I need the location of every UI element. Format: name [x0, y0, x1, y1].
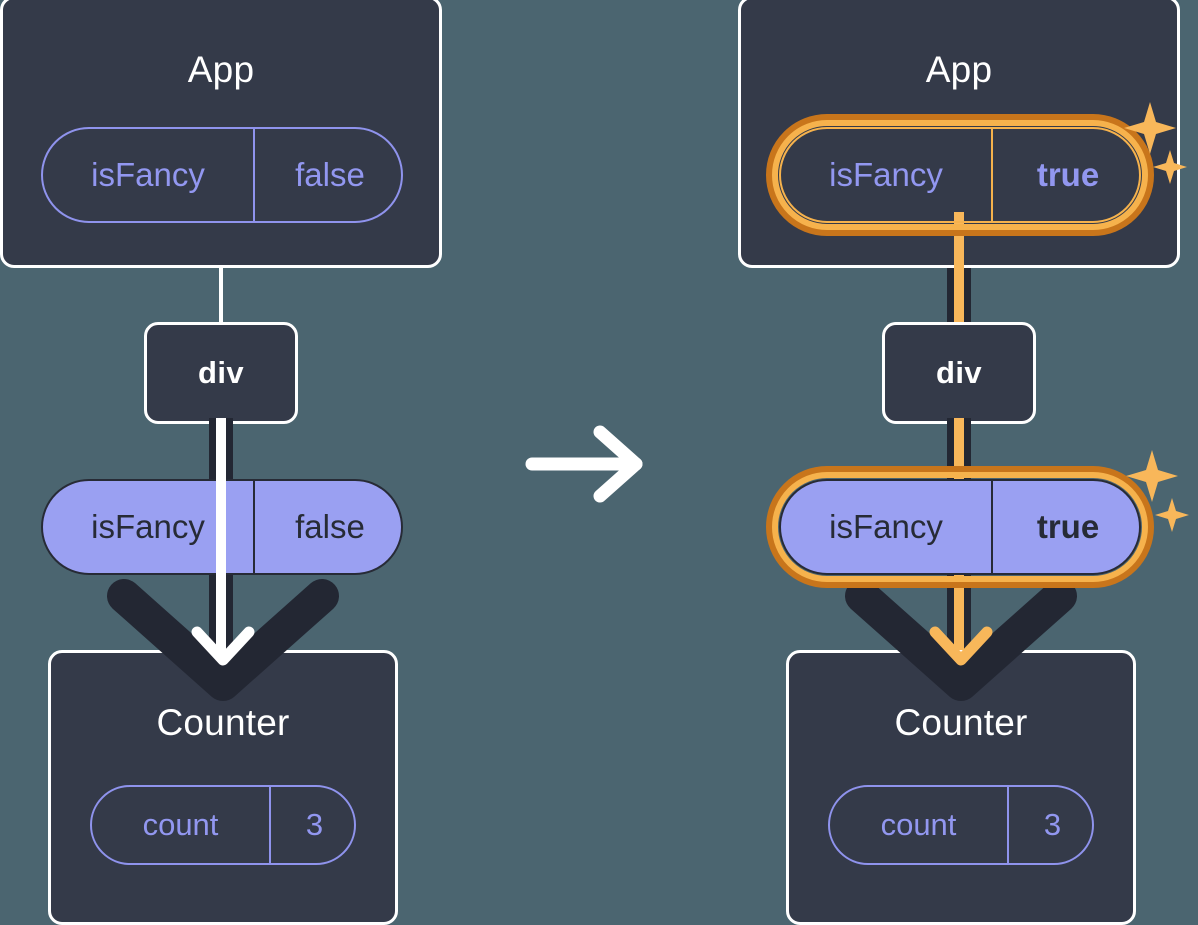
div-label: div	[198, 355, 244, 390]
edge-stripe-center	[216, 418, 226, 650]
arrow-to-counter-outer	[107, 579, 339, 701]
pill-value: 3	[269, 787, 358, 863]
arrow-to-counter-outer	[845, 579, 1077, 701]
edge-app-to-div	[219, 264, 223, 328]
element-box-div: div	[144, 322, 298, 424]
pill-key: isFancy	[91, 156, 205, 193]
panel-after: App isFancy true div isFancy true	[704, 0, 1189, 925]
state-pill-count-counter: count 3	[828, 785, 1094, 865]
pill-key: isFancy	[829, 508, 943, 545]
pill-value: true	[991, 481, 1143, 573]
pill-key: count	[142, 807, 219, 842]
arrow-right-icon	[525, 425, 643, 503]
pill-value: true	[991, 129, 1143, 221]
state-pill-count-counter: count 3	[90, 785, 356, 865]
pill-value: false	[253, 481, 405, 573]
prop-pill-isfancy: isFancy true	[766, 466, 1154, 588]
arrow-to-counter-inner	[929, 626, 993, 666]
arrow-to-counter-inner	[191, 626, 255, 666]
state-pill-isfancy-app: isFancy true	[766, 114, 1154, 236]
edge-stripe-app-to-div	[954, 212, 964, 332]
panel-before: App isFancy false div isFancy false	[0, 0, 446, 925]
app-title: App	[187, 49, 255, 90]
pill-key: isFancy	[829, 156, 943, 193]
element-box-div: div	[882, 322, 1036, 424]
pill-key: count	[880, 807, 957, 842]
pill-value: 3	[1007, 787, 1096, 863]
app-title: App	[925, 49, 993, 90]
counter-title: Counter	[156, 702, 290, 743]
pill-key: isFancy	[91, 508, 205, 545]
div-label: div	[936, 355, 982, 390]
pill-value: false	[253, 129, 405, 221]
counter-title: Counter	[894, 702, 1028, 743]
state-pill-isfancy-app: isFancy false	[41, 127, 403, 223]
